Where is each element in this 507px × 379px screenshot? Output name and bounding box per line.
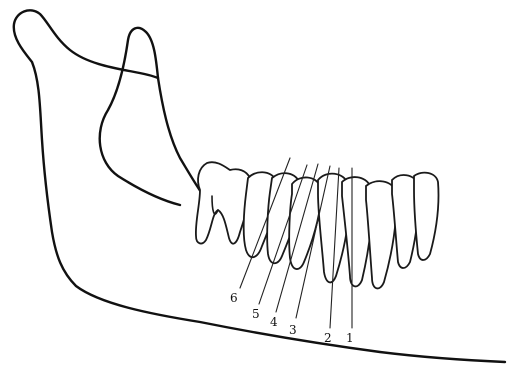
label-2: 2: [324, 331, 332, 345]
incisor-tooth: [414, 173, 439, 260]
label-1: 1: [346, 331, 354, 345]
label-6: 6: [230, 291, 238, 305]
molar-tooth: [196, 162, 251, 243]
label-5: 5: [252, 307, 260, 321]
mandible-outline: [100, 28, 208, 205]
label-3: 3: [289, 323, 297, 337]
canine-tooth: [289, 177, 321, 269]
label-4: 4: [270, 315, 278, 329]
